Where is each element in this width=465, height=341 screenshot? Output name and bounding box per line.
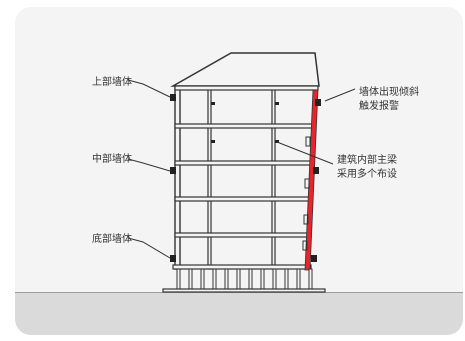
label-beam-sensors-line2: 采用多个布设	[337, 169, 397, 180]
label-bottom-wall: 底部墙体	[92, 234, 132, 245]
beam-sensor-icon	[275, 102, 279, 105]
label-upper-wall: 上部墙体	[92, 77, 132, 88]
wall-sensor-icon	[170, 255, 176, 262]
leader-lines	[127, 79, 356, 259]
beam-sensors	[211, 102, 279, 143]
wall-sensor-icon	[311, 255, 317, 262]
label-tilt-warning-line2: 触发报警	[359, 101, 399, 112]
wall-sensor-icon	[313, 167, 319, 174]
foundation-piles	[176, 268, 313, 290]
wall-sensor-icon	[170, 94, 176, 101]
wall-sensor-icon	[315, 99, 321, 106]
diagram-card: 上部墙体 中部墙体 底部墙体 墙体出现倾斜 触发报警 建筑内部主梁 采用多个布设	[15, 7, 463, 335]
label-middle-wall: 中部墙体	[92, 154, 132, 165]
left-wall	[174, 86, 181, 270]
label-tilt-warning-line1: 墙体出现倾斜	[359, 87, 419, 98]
floor-slabs	[172, 85, 319, 270]
label-beam-sensors-line1: 建筑内部主梁	[337, 155, 397, 166]
beam-sensor-icon	[211, 102, 215, 105]
beam-sensor-icon	[211, 140, 215, 143]
side-windows	[302, 136, 311, 251]
building-diagram	[127, 52, 356, 293]
roof	[170, 52, 320, 87]
beam-sensor-icon	[275, 140, 279, 143]
inner-column	[207, 86, 212, 270]
inner-column	[271, 86, 276, 270]
wall-sensor-icon	[170, 167, 176, 174]
foundation-base	[162, 288, 326, 293]
